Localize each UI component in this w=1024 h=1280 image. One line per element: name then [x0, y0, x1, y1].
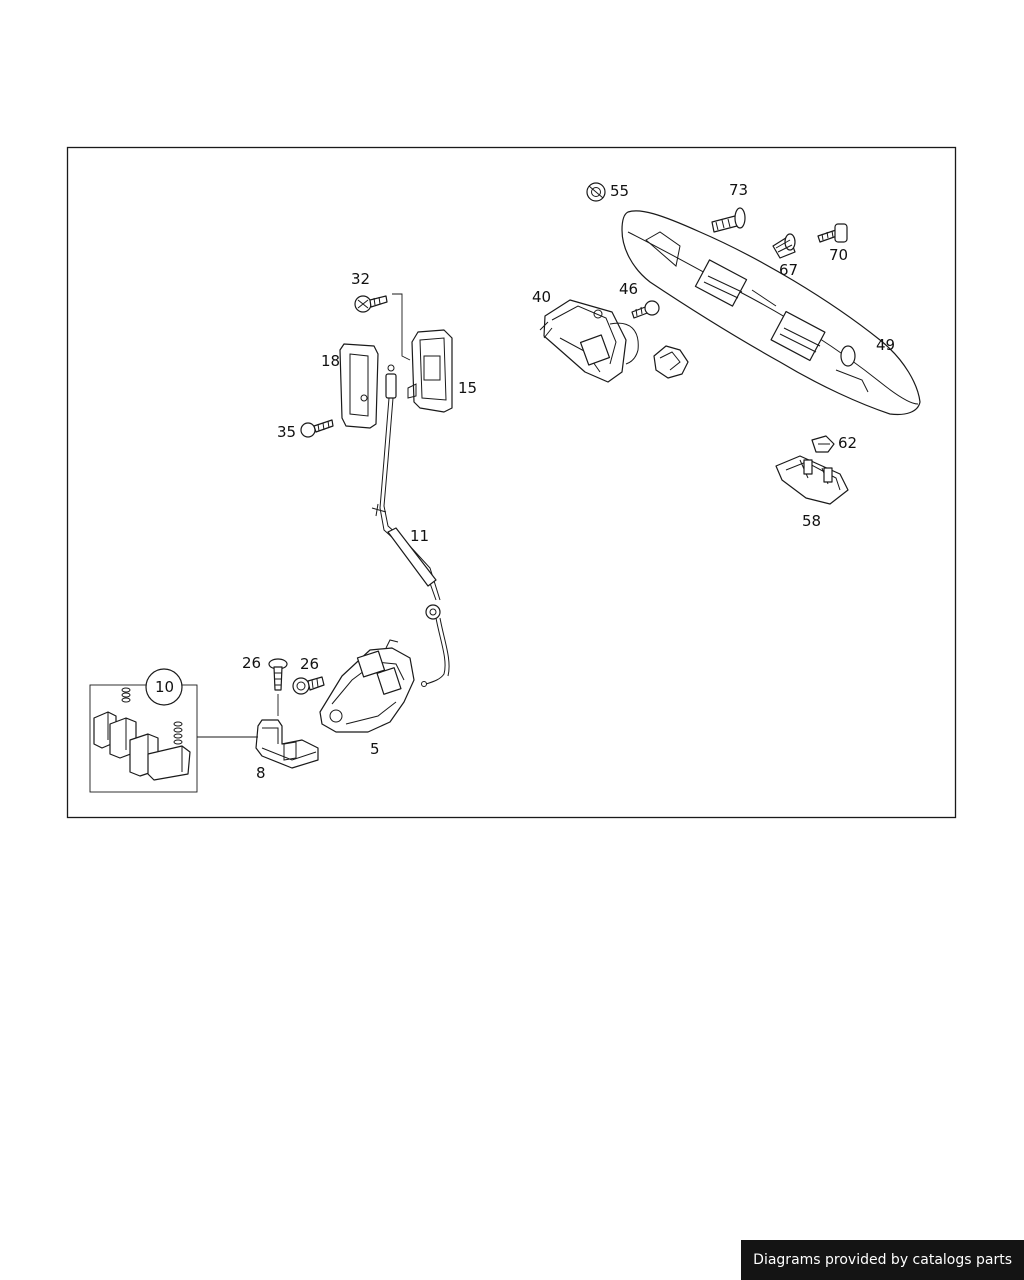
callout-32: 32: [351, 270, 370, 288]
part-40-lock-actuator[interactable]: [539, 299, 639, 383]
part-55-clip-nut[interactable]: [586, 182, 606, 202]
callout-58: 58: [802, 512, 821, 530]
leader-32-to-15: [392, 293, 411, 361]
callout-26-horizontal: 26: [300, 655, 319, 673]
callout-10: 10: [155, 678, 174, 696]
callout-15: 15: [458, 379, 477, 397]
part-62-bulb[interactable]: [811, 435, 835, 453]
callout-46: 46: [619, 280, 638, 298]
callout-8: 8: [256, 764, 266, 782]
part-35-screw[interactable]: [300, 419, 334, 438]
part-11-cable[interactable]: [371, 364, 450, 687]
callout-5: 5: [370, 740, 380, 758]
part-49-handle-strip[interactable]: [621, 210, 921, 416]
callout-49: 49: [876, 336, 895, 354]
callout-35: 35: [277, 423, 296, 441]
part-40-boot[interactable]: [653, 345, 689, 379]
callout-70: 70: [829, 246, 848, 264]
part-73-push-rivet[interactable]: [711, 207, 746, 233]
part-8-striker[interactable]: [255, 719, 319, 769]
callout-40: 40: [532, 288, 551, 306]
part-67-grommet[interactable]: [772, 233, 796, 259]
callout-55: 55: [610, 182, 629, 200]
part-32-screw[interactable]: [354, 295, 388, 313]
callout-67: 67: [779, 261, 798, 279]
callout-11: 11: [410, 527, 429, 545]
callout-labels: 55 73 67 70 32 40 46 49 18 15 35 62 58 1…: [155, 181, 895, 782]
part-26-bolt-vertical[interactable]: [268, 658, 288, 691]
diagram-credit: Diagrams provided by catalogs parts: [741, 1240, 1024, 1280]
callout-62: 62: [838, 434, 857, 452]
part-70-screw[interactable]: [817, 223, 848, 243]
part-26-bolt-horizontal[interactable]: [292, 676, 325, 695]
diagram-frame: [66, 146, 957, 819]
part-15-inner-handle[interactable]: [407, 329, 453, 413]
callout-18: 18: [321, 352, 340, 370]
part-18-bezel[interactable]: [339, 343, 379, 429]
part-58-license-lamp[interactable]: [775, 455, 849, 505]
part-10-repair-kit[interactable]: [89, 668, 198, 793]
part-5-latch[interactable]: [319, 639, 415, 733]
callout-73: 73: [729, 181, 748, 199]
callout-26-vertical: 26: [242, 654, 261, 672]
part-46-screw[interactable]: [631, 300, 660, 319]
